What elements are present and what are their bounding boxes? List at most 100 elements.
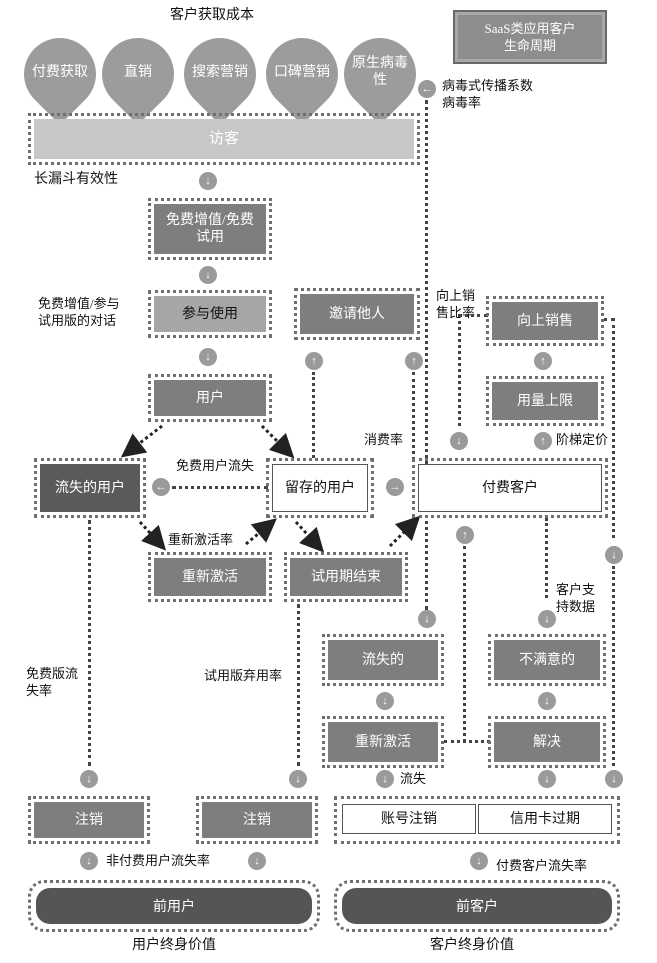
churned-frame: [322, 634, 444, 686]
trial-end-frame: [284, 552, 408, 602]
drop-search-marketing: 搜索营销: [169, 23, 271, 132]
churned-users-frame: [34, 458, 146, 518]
drop-label: 付费获取: [32, 64, 88, 80]
arrow-down-icon: ↓: [376, 692, 394, 710]
free-churn-label: 免费用户流失: [176, 458, 255, 473]
retained-frame: [266, 458, 374, 518]
acquisition-cost-title: 客户获取成本: [170, 8, 254, 23]
dissatisfied-frame: [488, 634, 606, 686]
usage-cap-frame: [486, 376, 604, 426]
arrow-down-icon: ↓: [289, 770, 307, 788]
reactivation-rate-label: 重新激活率: [168, 532, 234, 547]
arrow-down-icon: ↓: [605, 770, 623, 788]
plaque-line-2: 生命周期: [503, 38, 556, 53]
free-trial-frame: [148, 198, 272, 260]
arrow-down-icon: ↓: [470, 852, 488, 870]
left-churn-dotted: [88, 520, 91, 766]
reactivate-right-frame: [322, 716, 444, 768]
cancel-right-frame: [334, 796, 620, 844]
arrow-down-icon: ↓: [376, 770, 394, 788]
support-data-label-1: 客户支: [556, 582, 596, 597]
visitors-frame: [28, 113, 420, 165]
engage-box: 参与使用: [154, 296, 266, 332]
arrow-down-icon: ↓: [450, 432, 468, 450]
long-funnel-label: 长漏斗有效性: [34, 172, 118, 187]
upsell-frame: [486, 296, 604, 346]
usage-cap-box: 用量上限: [492, 382, 598, 420]
freemium-dialog-label-2: 试用版的对话: [38, 313, 117, 328]
card-expired-box: 信用卡过期: [478, 804, 612, 834]
drop-label: 搜索营销: [192, 64, 248, 80]
free-churn-rate-label-1: 免费版流: [26, 666, 79, 681]
reactivate-up-dotted: [463, 546, 466, 742]
former-users-box: 前用户: [36, 888, 312, 924]
arrow-down-icon: ↓: [199, 266, 217, 284]
drop-label: 直销: [124, 64, 152, 80]
drop-native-virality: 原生病毒性: [329, 23, 431, 132]
drop-direct-sales: 直销: [87, 23, 189, 132]
viral-dotted-line: [425, 100, 428, 610]
users-box: 用户: [154, 380, 266, 416]
drop-word-of-mouth: 口碑营销: [251, 23, 353, 132]
arrow-up-icon: ↑: [534, 352, 552, 370]
reactivate-left-box: 重新激活: [154, 558, 266, 596]
invite-box: 邀请他人: [300, 294, 414, 334]
support-dotted-v: [545, 518, 548, 598]
trial-abandon-dotted: [297, 604, 300, 766]
arrow-up-icon: ↑: [305, 352, 323, 370]
arrow-down-icon: ↓: [418, 610, 436, 628]
cancel-mid-box: 注销: [202, 802, 312, 838]
drop-paid-acquisition: 付费获取: [9, 23, 111, 132]
arrow-up-icon: ↑: [534, 432, 552, 450]
dissatisfied-box: 不满意的: [494, 640, 600, 680]
upsell-ratio-label-1: 向上销: [436, 288, 476, 303]
nonpaying-churn-label: 非付费用户流失率: [106, 853, 211, 868]
trial-abandon-label: 试用版弃用率: [204, 668, 283, 683]
resolve-frame: [488, 716, 606, 768]
resolve-box: 解决: [494, 722, 600, 762]
cc-dotted-v: [612, 566, 615, 766]
tiered-pricing-label: 阶梯定价: [556, 432, 609, 447]
invite-dotted-v2: [412, 372, 415, 460]
cancel-left-frame: [28, 796, 150, 844]
lifecycle-plaque: SaaS类应用客户 生命周期: [453, 10, 607, 64]
arrow-down-icon: ↓: [199, 348, 217, 366]
arrow-left-icon: ←: [418, 80, 436, 98]
trial-end-box: 试用期结束: [290, 558, 402, 596]
arrow-left-icon: ←: [152, 478, 170, 496]
upsell-box: 向上销售: [492, 302, 598, 340]
churned-box: 流失的: [328, 640, 438, 680]
resolve-link-dotted: [444, 740, 490, 743]
invite-frame: [294, 288, 420, 340]
arrow-up-icon: ↑: [405, 352, 423, 370]
reactivate-left-frame: [148, 552, 272, 602]
drop-label: 原生病毒性: [352, 56, 408, 88]
upsell-right-dotted-v: [612, 318, 615, 538]
free-trial-box: 免费增值/免费试用: [154, 204, 266, 254]
cancel-mid-frame: [196, 796, 318, 844]
account-cancel-box: 账号注销: [342, 804, 476, 834]
free-churn-rate-label-2: 失率: [26, 683, 53, 698]
arrow-down-icon: ↓: [199, 172, 217, 190]
upsell-ratio-label-2: 售比率: [436, 305, 476, 320]
viral-coefficient-label: 病毒式传播系数: [442, 78, 534, 93]
cancel-left-box: 注销: [34, 802, 144, 838]
upsell-dotted-v: [458, 314, 461, 426]
paying-frame: [412, 458, 608, 518]
users-frame: [148, 374, 272, 422]
churned-users-box: 流失的用户: [40, 464, 140, 512]
paying-churn-label: 付费客户流失率: [496, 858, 588, 873]
reactivate-right-box: 重新激活: [328, 722, 438, 762]
arrow-down-icon: ↓: [538, 770, 556, 788]
drop-label: 口碑营销: [274, 64, 330, 80]
support-data-label-2: 持数据: [556, 599, 596, 614]
churn-label: 流失: [400, 771, 427, 786]
arrow-down-icon: ↓: [248, 852, 266, 870]
consumption-rate-label: 消费率: [364, 432, 404, 447]
arrow-right-icon: →: [386, 478, 404, 496]
engage-frame: [148, 290, 272, 338]
paying-customers-box: 付费客户: [418, 464, 602, 512]
viral-rate-label: 病毒率: [442, 95, 482, 110]
arrow-down-icon: ↓: [80, 852, 98, 870]
